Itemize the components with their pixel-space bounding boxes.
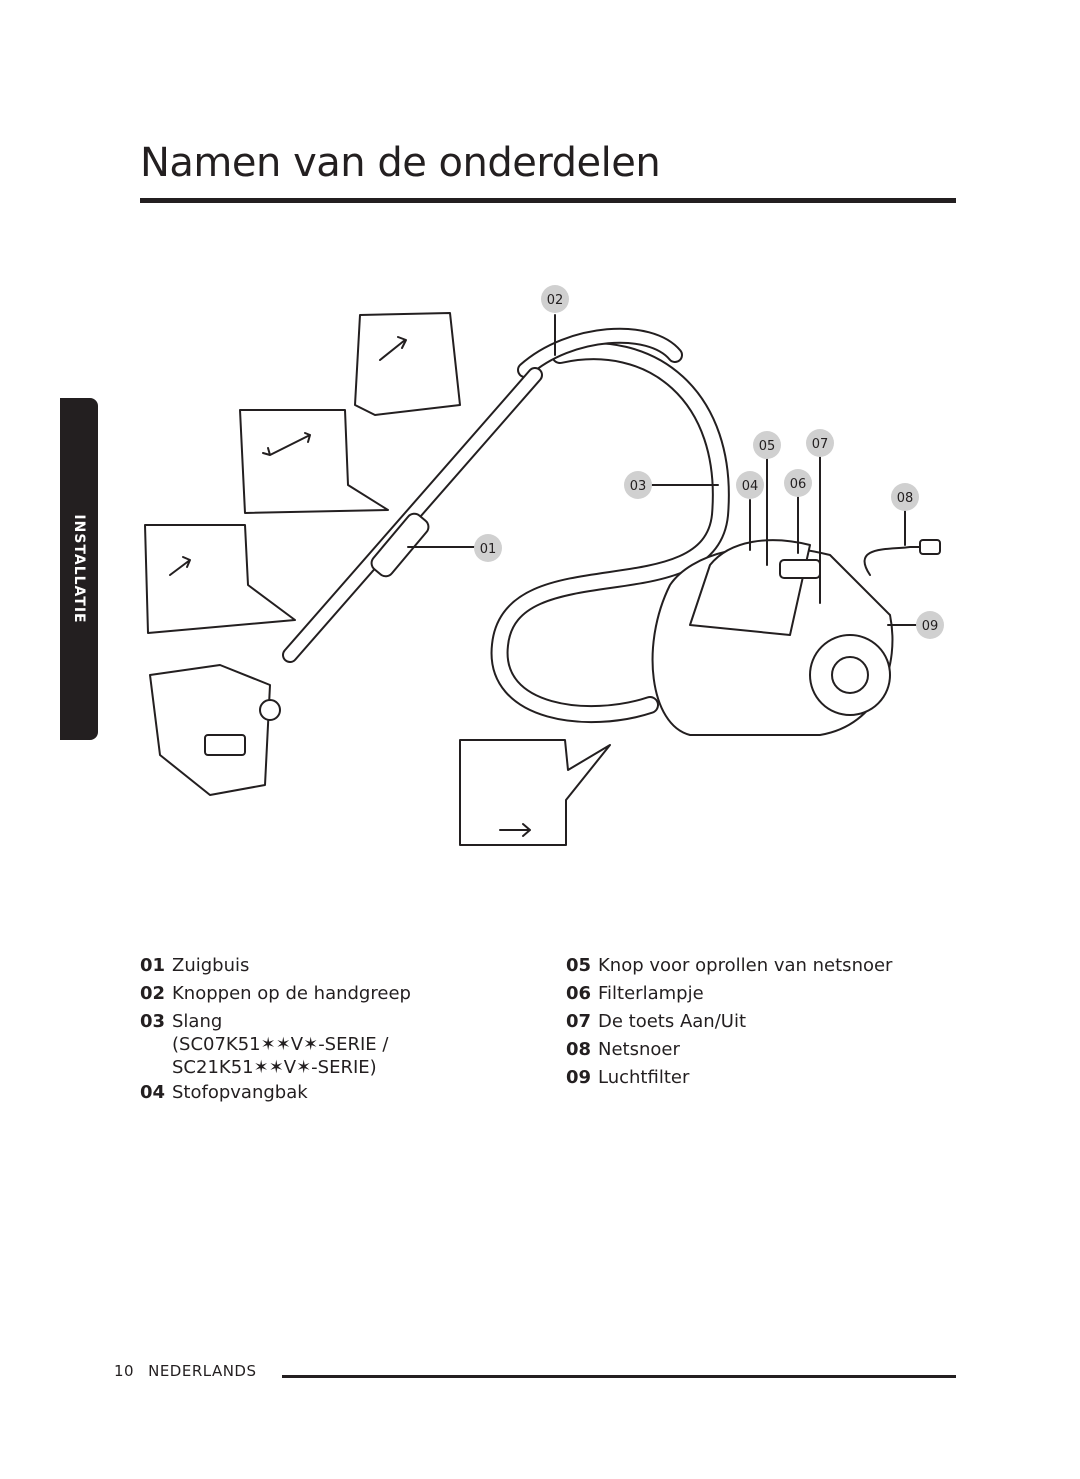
svg-text:01: 01 [480,542,497,557]
inset-tube-length [239,409,389,514]
inset-hose-connect [459,739,611,846]
side-tab: INSTALLATIE [60,398,98,740]
callout-04: 04 [736,471,764,499]
inset-handle-buttons [354,312,461,416]
callout-09: 09 [916,611,944,639]
callout-02: 02 [541,285,569,313]
svg-text:06: 06 [790,477,807,492]
callout-03: 03 [624,471,652,499]
svg-text:03: 03 [630,479,647,494]
callout-07: 07 [806,429,834,457]
inset-nozzle-lock [144,524,296,634]
footer-language: NEDERLANDS [148,1362,257,1380]
callout-05: 05 [753,431,781,459]
power-cord [863,546,931,576]
callout-06: 06 [784,469,812,497]
floor-nozzle [149,664,271,796]
svg-text:08: 08 [897,491,914,506]
svg-text:02: 02 [547,293,564,308]
title-divider [140,198,956,203]
svg-text:07: 07 [812,437,829,452]
side-tab-label: INSTALLATIE [71,514,87,624]
vacuum-diagram: 02 01 03 04 05 06 07 08 09 [144,285,944,846]
page-number: 10 [114,1362,135,1380]
footer-divider [282,1375,956,1378]
svg-text:09: 09 [922,619,939,634]
callout-08: 08 [891,483,919,511]
callout-labels: 02 01 03 04 05 06 07 08 09 [474,285,944,639]
page-title: Namen van de onderdelen [140,140,661,186]
svg-text:04: 04 [742,479,759,494]
callout-01: 01 [474,534,502,562]
page-footer: 10 NEDERLANDS [114,1362,271,1380]
svg-text:05: 05 [759,439,776,454]
